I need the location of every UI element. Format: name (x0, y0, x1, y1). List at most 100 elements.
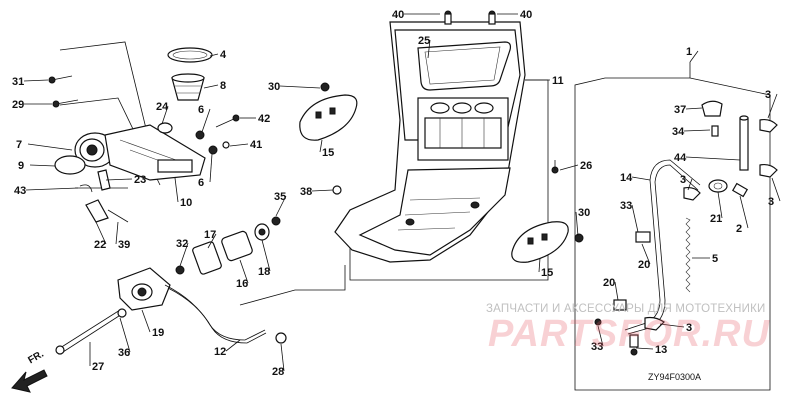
callout-number[interactable]: 30 (578, 207, 590, 219)
callout-20[interactable]: 20 (638, 243, 651, 271)
callout-number[interactable]: 5 (712, 253, 718, 265)
callout-number[interactable]: 11 (552, 75, 564, 87)
callout-number[interactable]: 17 (204, 229, 216, 241)
callout-23[interactable]: 23 (105, 174, 146, 186)
callout-number[interactable]: 23 (134, 174, 146, 186)
callout-15[interactable]: 15 (538, 257, 553, 279)
callout-28[interactable]: 28 (272, 343, 285, 378)
callout-number[interactable]: 20 (603, 277, 615, 289)
callout-number[interactable]: 4 (220, 49, 227, 61)
callout-34[interactable]: 34 (672, 126, 711, 138)
callout-13[interactable]: 13 (635, 344, 667, 356)
callout-42[interactable]: 42 (240, 113, 270, 125)
callout-number[interactable]: 9 (18, 160, 24, 172)
callout-number[interactable]: 26 (580, 160, 592, 172)
callout-37[interactable]: 37 (674, 104, 703, 116)
callout-number[interactable]: 18 (258, 266, 270, 278)
callout-number[interactable]: 3 (686, 322, 692, 334)
callout-number[interactable]: 15 (541, 267, 553, 279)
callout-number[interactable]: 33 (620, 200, 632, 212)
callout-number[interactable]: 3 (765, 89, 771, 101)
callout-20[interactable]: 20 (603, 277, 619, 301)
callout-26[interactable]: 26 (559, 160, 592, 172)
callout-number[interactable]: 10 (180, 197, 192, 209)
callout-18[interactable]: 18 (258, 239, 271, 278)
callout-number[interactable]: 3 (680, 174, 686, 186)
callout-25[interactable]: 25 (418, 35, 431, 59)
callout-32[interactable]: 32 (176, 238, 189, 267)
callout-16[interactable]: 16 (236, 259, 249, 290)
callout-number[interactable]: 2 (736, 223, 742, 235)
callout-5[interactable]: 5 (692, 253, 718, 265)
callout-number[interactable]: 38 (300, 186, 312, 198)
callout-3[interactable]: 3 (680, 174, 693, 191)
callout-40[interactable]: 40 (392, 9, 440, 21)
callout-number[interactable]: 7 (16, 139, 22, 151)
callout-number[interactable]: 35 (274, 191, 286, 203)
callout-number[interactable]: 22 (94, 239, 106, 251)
callout-36[interactable]: 36 (118, 317, 131, 359)
callout-number[interactable]: 29 (12, 99, 24, 111)
callout-4[interactable]: 4 (209, 49, 227, 61)
callout-30[interactable]: 30 (268, 81, 321, 93)
callout-number[interactable]: 31 (12, 76, 24, 88)
callout-number[interactable]: 25 (418, 35, 430, 47)
callout-number[interactable]: 20 (638, 259, 650, 271)
callout-number[interactable]: 32 (176, 238, 188, 250)
callout-44[interactable]: 44 (674, 152, 741, 164)
callout-19[interactable]: 19 (141, 309, 164, 339)
callout-number[interactable]: 6 (198, 104, 204, 116)
callout-3[interactable]: 3 (765, 89, 778, 119)
callout-31[interactable]: 31 (12, 76, 49, 88)
callout-number[interactable]: 28 (272, 366, 284, 378)
callout-30[interactable]: 30 (575, 207, 590, 237)
callout-33[interactable]: 33 (620, 200, 639, 233)
callout-number[interactable]: 44 (674, 152, 687, 164)
callout-15[interactable]: 15 (319, 139, 334, 159)
callout-6[interactable]: 6 (198, 104, 211, 133)
callout-10[interactable]: 10 (174, 177, 192, 209)
callout-38[interactable]: 38 (300, 186, 334, 198)
callout-40[interactable]: 40 (497, 9, 532, 21)
callout-22[interactable]: 22 (94, 221, 107, 251)
callout-number[interactable]: 27 (92, 361, 104, 373)
callout-number[interactable]: 33 (591, 341, 603, 353)
callout-number[interactable]: 40 (520, 9, 532, 21)
callout-number[interactable]: 40 (392, 9, 404, 21)
callout-number[interactable]: 36 (118, 347, 130, 359)
callout-number[interactable]: 37 (674, 104, 686, 116)
callout-7[interactable]: 7 (16, 139, 73, 151)
callout-number[interactable]: 34 (672, 126, 685, 138)
callout-number[interactable]: 21 (710, 213, 722, 225)
callout-9[interactable]: 9 (18, 160, 56, 172)
callout-12[interactable]: 12 (214, 339, 241, 358)
callout-number[interactable]: 6 (198, 177, 204, 189)
callout-29[interactable]: 29 (12, 99, 52, 111)
callout-27[interactable]: 27 (89, 342, 104, 373)
callout-8[interactable]: 8 (203, 80, 226, 92)
callout-33[interactable]: 33 (591, 325, 604, 353)
callout-number[interactable]: 15 (322, 147, 334, 159)
callout-number[interactable]: 14 (620, 172, 633, 184)
callout-number[interactable]: 16 (236, 278, 248, 290)
callout-number[interactable]: 41 (250, 139, 262, 151)
callout-14[interactable]: 14 (620, 172, 651, 184)
callout-number[interactable]: 30 (268, 81, 280, 93)
callout-number[interactable]: 3 (768, 196, 774, 208)
callout-number[interactable]: 12 (214, 346, 226, 358)
callout-number[interactable]: 19 (152, 327, 164, 339)
callout-number[interactable]: 8 (220, 80, 226, 92)
callout-2[interactable]: 2 (736, 195, 749, 235)
callout-1[interactable]: 1 (686, 46, 699, 63)
callout-number[interactable]: 13 (655, 344, 667, 356)
callout-24[interactable]: 24 (156, 101, 169, 125)
callout-21[interactable]: 21 (710, 191, 723, 225)
callout-number[interactable]: 24 (156, 101, 169, 113)
callout-6[interactable]: 6 (198, 153, 213, 189)
callout-3[interactable]: 3 (659, 322, 692, 334)
callout-11[interactable]: 11 (525, 75, 564, 87)
callout-17[interactable]: 17 (204, 229, 217, 249)
callout-number[interactable]: 39 (118, 239, 130, 251)
callout-number[interactable]: 43 (14, 185, 26, 197)
callout-43[interactable]: 43 (14, 185, 79, 197)
